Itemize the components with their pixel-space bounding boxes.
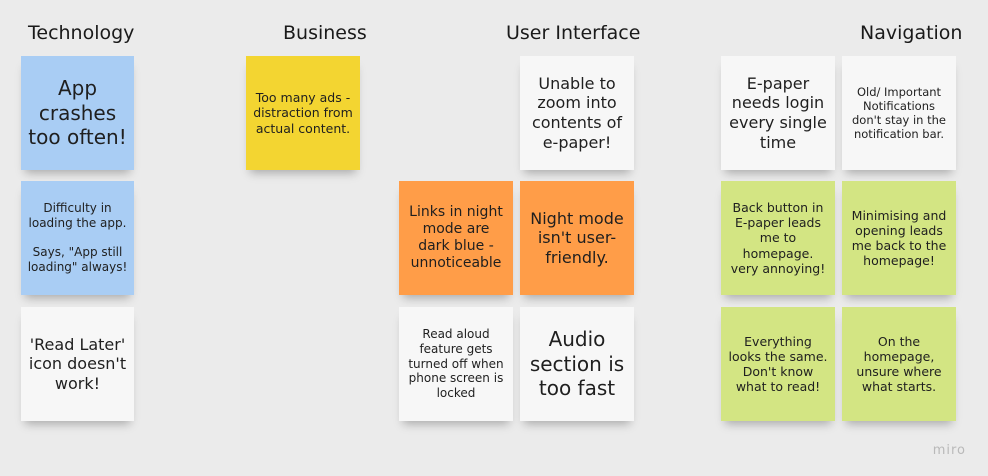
sticky-note-technology-3[interactable]: 'Read Later' icon doesn't work! <box>21 307 134 421</box>
heading-user-interface: User Interface <box>506 22 641 44</box>
sticky-note-ui-4[interactable]: Read aloud feature gets turned off when … <box>399 307 513 421</box>
sticky-note-navigation-2[interactable]: Old/ Important Notifications don't stay … <box>842 56 956 170</box>
sticky-note-text: App crashes too often! <box>28 76 127 150</box>
sticky-note-text: Too many ads - distraction from actual c… <box>253 90 353 136</box>
sticky-note-text: Difficulty in loading the app. Says, "Ap… <box>27 201 128 274</box>
sticky-note-text: Minimising and opening leads me back to … <box>851 207 947 269</box>
sticky-note-technology-2[interactable]: Difficulty in loading the app. Says, "Ap… <box>21 181 134 295</box>
miro-watermark: miro <box>932 443 966 458</box>
sticky-note-ui-5[interactable]: Audio section is too fast <box>520 307 634 421</box>
sticky-note-text: Unable to zoom into contents of e-paper! <box>531 73 623 152</box>
sticky-note-text: Everything looks the same. Don't know wh… <box>728 333 828 395</box>
sticky-note-text: E-paper needs login every single time <box>729 73 827 152</box>
sticky-note-navigation-5[interactable]: Everything looks the same. Don't know wh… <box>721 307 835 421</box>
heading-navigation: Navigation <box>860 22 963 44</box>
sticky-note-text: Back button in E-paper leads me to homep… <box>730 199 826 276</box>
heading-business: Business <box>283 22 367 44</box>
sticky-note-text: Audio section is too fast <box>529 327 625 401</box>
sticky-note-text: Night mode isn't user-friendly. <box>530 208 624 267</box>
sticky-note-text: Read aloud feature gets turned off when … <box>408 327 504 400</box>
sticky-note-text: On the homepage, unsure where what start… <box>856 333 942 395</box>
sticky-note-ui-1[interactable]: Unable to zoom into contents of e-paper! <box>520 56 634 170</box>
heading-technology: Technology <box>28 22 135 44</box>
sticky-note-technology-1[interactable]: App crashes too often! <box>21 56 134 170</box>
sticky-note-ui-2[interactable]: Links in night mode are dark blue - unno… <box>399 181 513 295</box>
sticky-note-ui-3[interactable]: Night mode isn't user-friendly. <box>520 181 634 295</box>
sticky-note-navigation-4[interactable]: Minimising and opening leads me back to … <box>842 181 956 295</box>
sticky-note-text: 'Read Later' icon doesn't work! <box>28 334 127 393</box>
sticky-note-text: Links in night mode are dark blue - unno… <box>409 203 503 272</box>
sticky-note-business-1[interactable]: Too many ads - distraction from actual c… <box>246 56 360 170</box>
sticky-note-navigation-1[interactable]: E-paper needs login every single time <box>721 56 835 170</box>
sticky-note-text: Old/ Important Notifications don't stay … <box>852 84 946 142</box>
sticky-note-navigation-3[interactable]: Back button in E-paper leads me to homep… <box>721 181 835 295</box>
sticky-note-navigation-6[interactable]: On the homepage, unsure where what start… <box>842 307 956 421</box>
